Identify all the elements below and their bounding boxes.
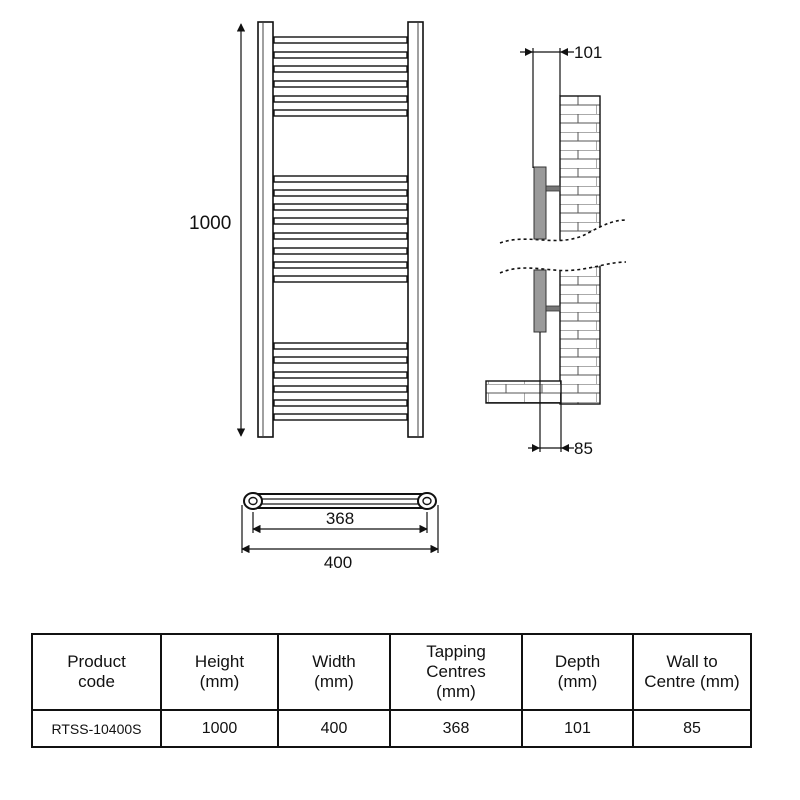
wall-bracket-upper bbox=[545, 185, 561, 192]
cell-product-code: RTSS-10400S bbox=[31, 709, 162, 748]
cell-width: 400 bbox=[277, 709, 391, 748]
left-upright bbox=[257, 21, 274, 438]
header-product-code: Product code bbox=[31, 633, 162, 711]
table-row: RTSS-10400S 1000 400 368 101 85 bbox=[31, 709, 752, 748]
horizontal-bars bbox=[273, 36, 408, 421]
width-dimension-label: 400 bbox=[324, 553, 352, 572]
cell-tapping-centres: 368 bbox=[389, 709, 523, 748]
cell-height: 1000 bbox=[160, 709, 279, 748]
header-width: Width (mm) bbox=[277, 633, 391, 711]
tapping-dimension-label: 368 bbox=[326, 509, 354, 528]
specification-table: Product code Height (mm) Width (mm) Tapp… bbox=[31, 633, 752, 748]
technical-drawing: 1000 bbox=[189, 21, 627, 572]
table-header-row: Product code Height (mm) Width (mm) Tapp… bbox=[31, 633, 752, 711]
height-dimension-label: 1000 bbox=[189, 213, 231, 234]
header-wall-to-centre: Wall to Centre (mm) bbox=[632, 633, 752, 711]
header-depth: Depth (mm) bbox=[521, 633, 634, 711]
break-band bbox=[500, 220, 626, 273]
front-view: 1000 bbox=[189, 21, 424, 438]
side-rail-lower bbox=[533, 269, 547, 333]
depth-dimension-label: 101 bbox=[574, 43, 602, 62]
header-tapping-centres: Tapping Centres (mm) bbox=[389, 633, 523, 711]
header-height: Height (mm) bbox=[160, 633, 279, 711]
cell-depth: 101 bbox=[521, 709, 634, 748]
top-view: 368 400 bbox=[241, 492, 439, 572]
wall-to-centre-dimension-label: 85 bbox=[574, 439, 593, 458]
floor-slab bbox=[485, 380, 562, 404]
side-rail-upper bbox=[533, 166, 547, 240]
cell-wall-to-centre: 85 bbox=[632, 709, 752, 748]
wall-bracket-lower bbox=[545, 305, 561, 312]
right-upright bbox=[407, 21, 424, 438]
side-view: 101 85 bbox=[485, 43, 627, 458]
